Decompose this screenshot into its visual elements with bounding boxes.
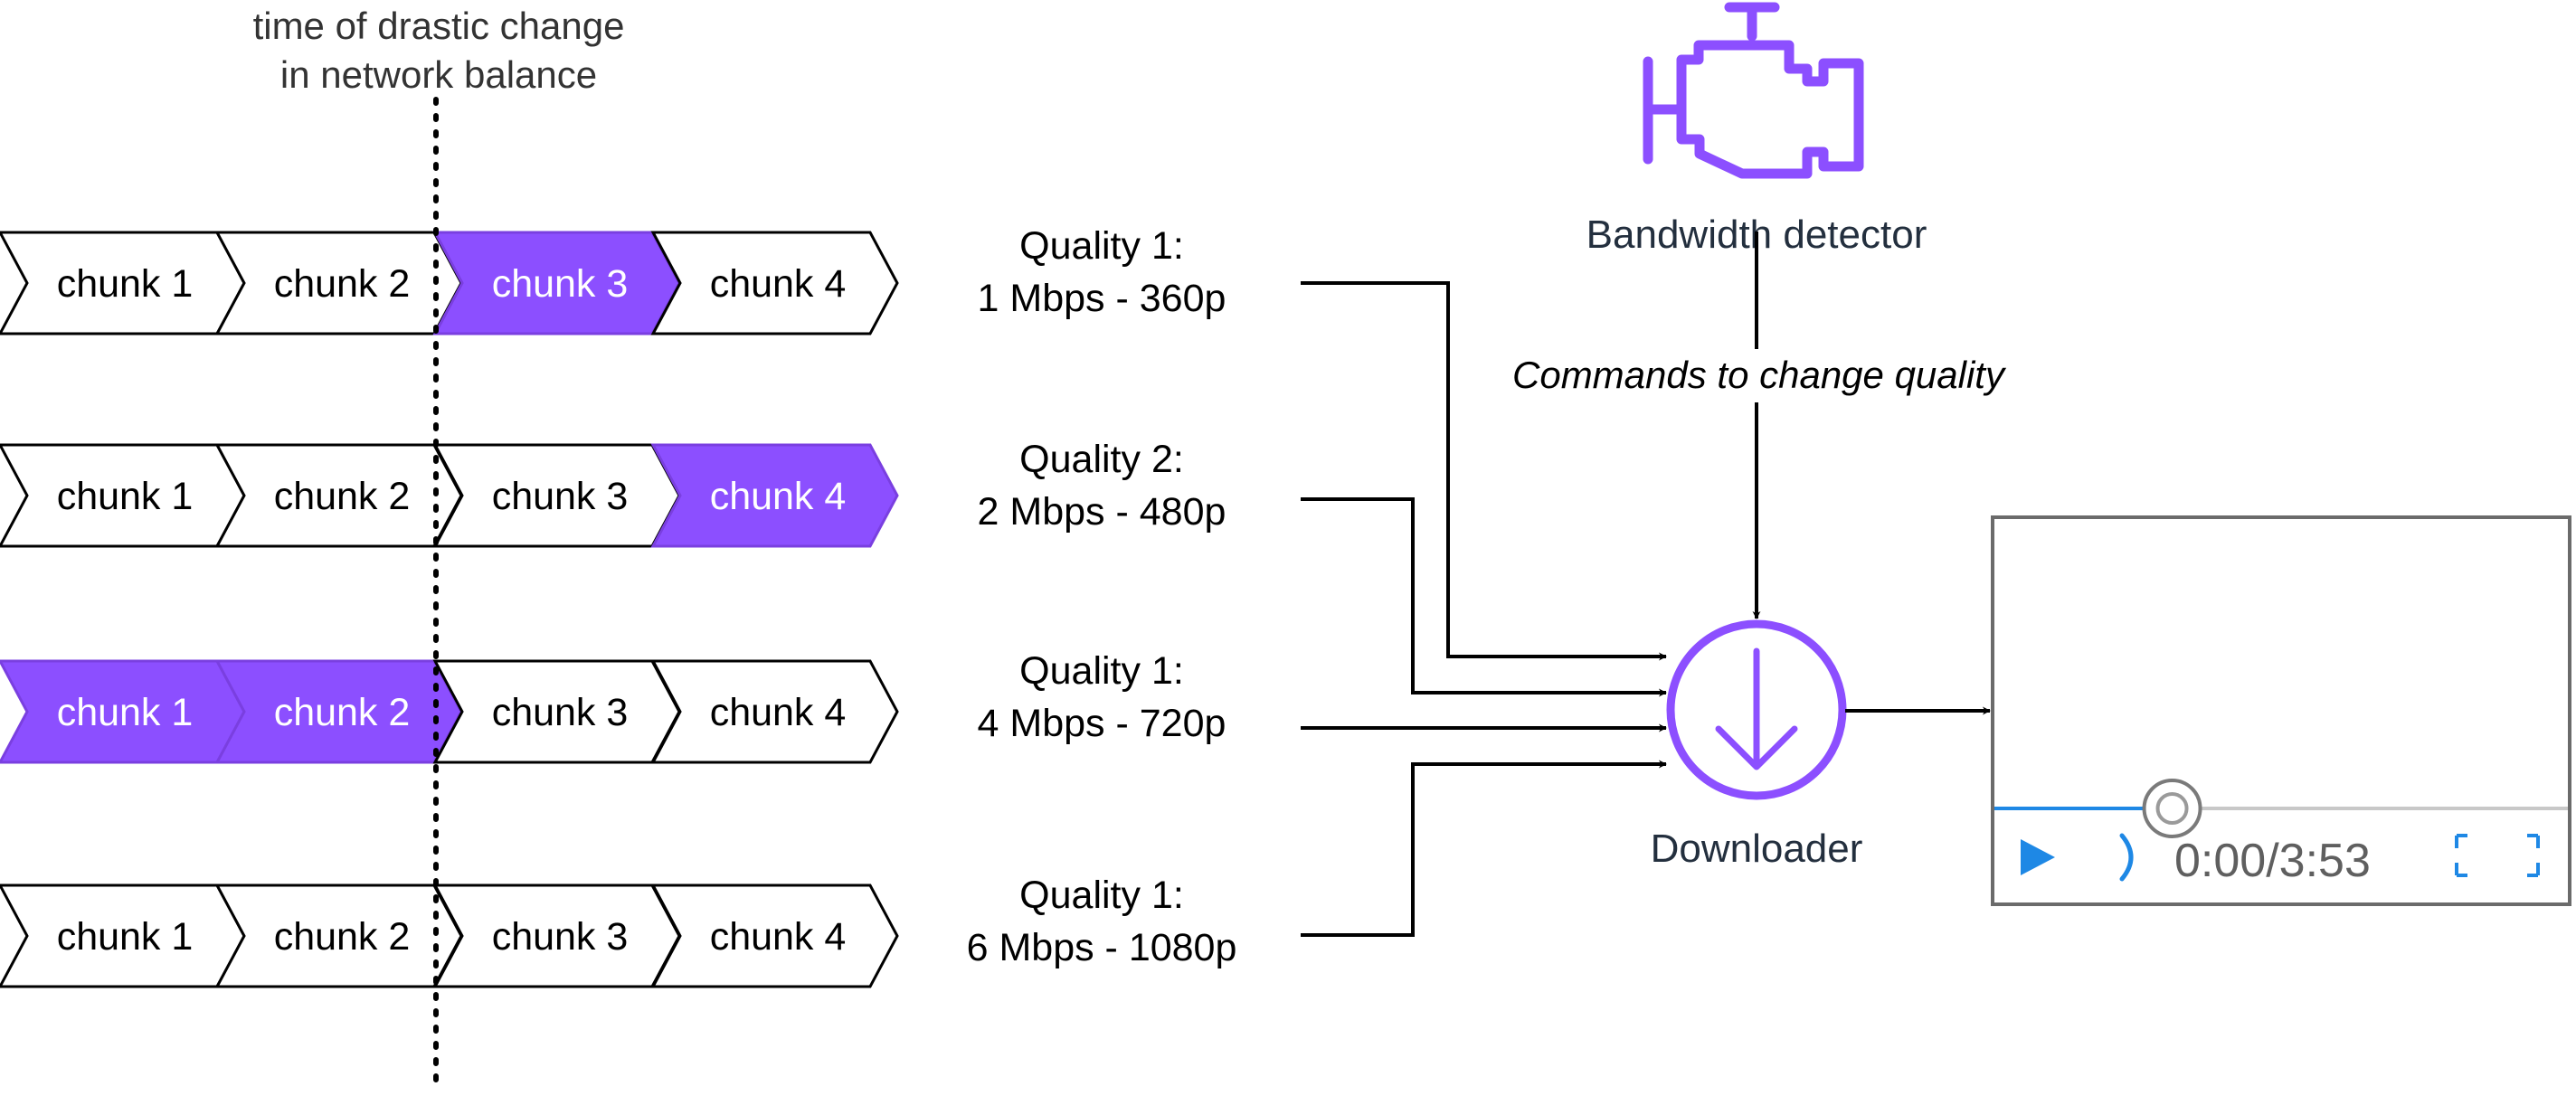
- video-player-frame: [1991, 515, 2571, 906]
- quality-label-line-1: Quality 1:: [1019, 649, 1184, 693]
- quality-label-line-2: 2 Mbps - 480p: [978, 490, 1226, 534]
- chunk-label: chunk 3: [492, 915, 629, 959]
- chunk-shape: [650, 443, 899, 548]
- chunk-label: chunk 3: [492, 691, 629, 734]
- time-display: 0:00/3:53: [2174, 835, 2371, 887]
- download-arrow-icon: [1666, 619, 1847, 800]
- commands-label-bg: [1494, 349, 2019, 402]
- quality-label-line-2: 4 Mbps - 720p: [978, 702, 1226, 745]
- downloader-label: Downloader: [1651, 827, 1863, 871]
- chunk-label: chunk 4: [710, 262, 847, 306]
- quality-label-line-2: 1 Mbps - 360p: [978, 277, 1226, 320]
- chunk-shape: [650, 883, 899, 988]
- stream-rows: chunk 1 chunk 2 chunk 3 chunk 4 chunk 1 chunk…: [0, 231, 899, 988]
- chunk-label: chunk 2: [274, 691, 411, 734]
- video-player: 0:00/3:53: [1991, 515, 2571, 906]
- chunk-label: chunk 2: [274, 475, 411, 518]
- quality-label-line-1: Quality 2:: [1019, 438, 1184, 481]
- connector-quality-row-2: [1301, 497, 1667, 697]
- chunk-label: chunk 2: [274, 915, 411, 959]
- chunk-label: chunk 4: [710, 475, 847, 518]
- chunk-label: chunk 4: [710, 915, 847, 959]
- engine-icon: [1643, 2, 1864, 179]
- quality-label-line-2: 6 Mbps - 1080p: [967, 926, 1237, 969]
- annotation-line-1: time of drastic change: [253, 5, 625, 47]
- play-icon[interactable]: [2021, 839, 2055, 875]
- annotation-line-2: in network balance: [280, 53, 597, 96]
- chunk-shape: [650, 231, 899, 335]
- quality-label-line-1: Quality 1:: [1019, 874, 1184, 917]
- chunk-label: chunk 1: [57, 691, 194, 734]
- quality-label-line-1: Quality 1:: [1019, 224, 1184, 268]
- connector-quality-row-1: [1301, 281, 1667, 661]
- commands-label: Commands to change quality: [1512, 354, 2007, 396]
- chunk-label: chunk 4: [710, 691, 847, 734]
- connector-quality-row-4: [1301, 760, 1667, 937]
- chunk-label: chunk 1: [57, 262, 194, 306]
- progress-handle[interactable]: [2142, 779, 2202, 838]
- chunk-label: chunk 1: [57, 915, 194, 959]
- chunk-label: chunk 1: [57, 475, 194, 518]
- quality-connectors: [1301, 281, 1667, 937]
- volume-icon[interactable]: [2119, 833, 2134, 882]
- chunk-label: chunk 3: [492, 475, 629, 518]
- fullscreen-icon[interactable]: [2455, 834, 2540, 877]
- chunk-shape: [650, 659, 899, 764]
- chunk-label: chunk 2: [274, 262, 411, 306]
- chunk-label: chunk 3: [492, 262, 629, 306]
